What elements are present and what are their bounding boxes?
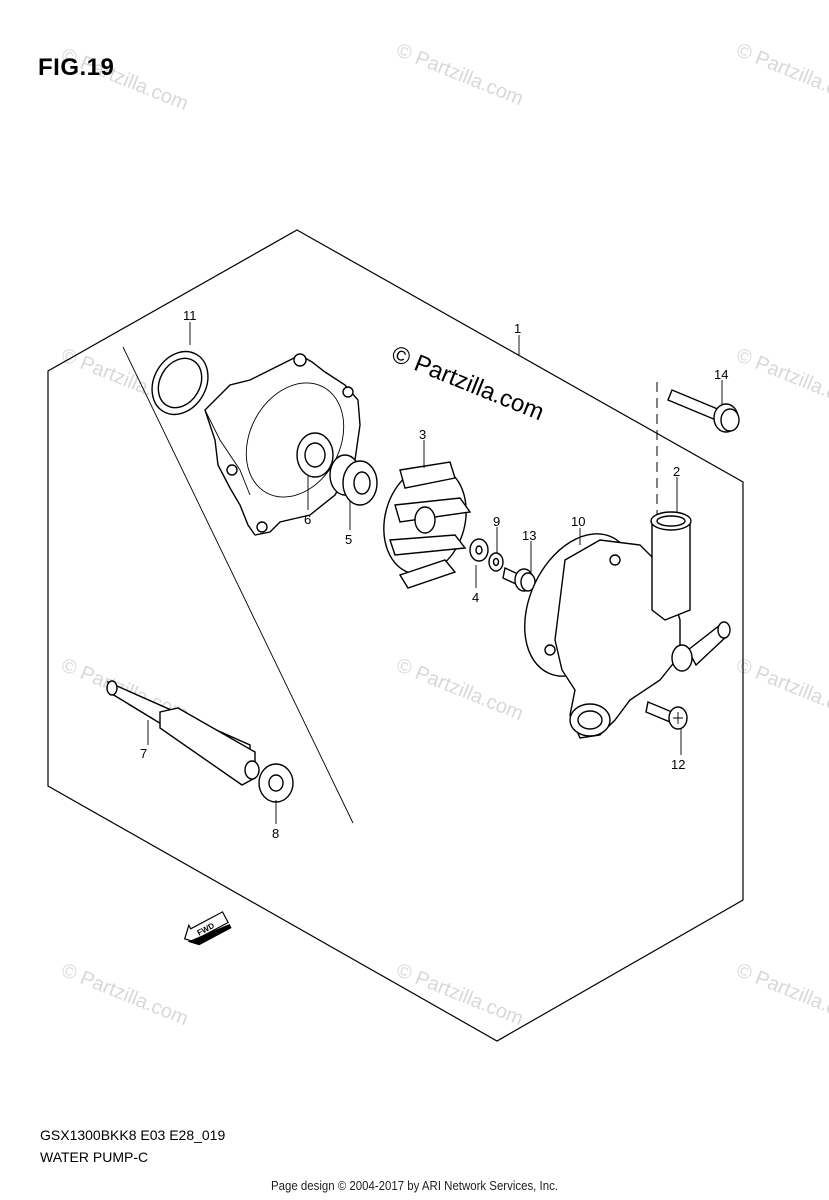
figure-title: FIG.19 [38,54,115,81]
callout-8[interactable]: 8 [272,826,279,841]
watermark: © Partzilla.com [393,654,526,725]
subassembly-wedge [122,346,354,824]
part-bolt[interactable] [502,566,536,592]
part-bolt-long[interactable] [667,389,740,433]
watermark: © Partzilla.com [733,39,829,110]
callout-12[interactable]: 12 [671,757,685,772]
part-mechanical-seal[interactable] [329,454,378,506]
callout-9[interactable]: 9 [493,514,500,529]
part-washer-small[interactable] [488,552,504,572]
watermark: © Partzilla.com [733,654,829,725]
footer-copyright: Page design © 2004-2017 by ARI Network S… [271,1178,558,1193]
watermark: © Partzilla.com [58,959,191,1030]
watermark: © Partzilla.com [733,344,829,415]
callout-11[interactable]: 11 [183,308,197,323]
part-shaft[interactable] [106,680,260,786]
callout-13[interactable]: 13 [522,528,536,543]
part-washer[interactable] [469,538,489,562]
model-code: GSX1300BKK8 E03 E28_019 [40,1127,226,1143]
callout-6[interactable]: 6 [304,512,311,527]
callout-14[interactable]: 14 [714,367,728,382]
watermark: © Partzilla.com [733,959,829,1030]
part-pump-cover[interactable] [204,353,363,536]
callout-4[interactable]: 4 [472,590,479,605]
section-name: WATER PUMP-C [40,1149,149,1165]
part-o-ring[interactable] [141,341,219,424]
part-pump-case[interactable] [503,516,681,739]
callout-10[interactable]: 10 [571,514,585,529]
callout-leaders [147,322,723,824]
callout-5[interactable]: 5 [345,532,352,547]
main-watermark: © Partzilla.com [388,341,548,427]
fwd-arrow: FWD [183,911,232,946]
callout-numbers: 1 2 3 4 5 6 7 8 9 10 11 12 13 14 [140,308,728,841]
part-outlet-pipe[interactable] [650,511,731,672]
part-impeller[interactable] [372,457,478,589]
callout-1[interactable]: 1 [514,321,521,336]
callout-2[interactable]: 2 [673,464,680,479]
callout-3[interactable]: 3 [419,427,426,442]
watermark: © Partzilla.com [393,39,526,110]
callout-7[interactable]: 7 [140,746,147,761]
assembly-outline [47,229,744,1042]
part-shaft-washer[interactable] [258,763,294,803]
part-screw[interactable] [645,701,688,730]
